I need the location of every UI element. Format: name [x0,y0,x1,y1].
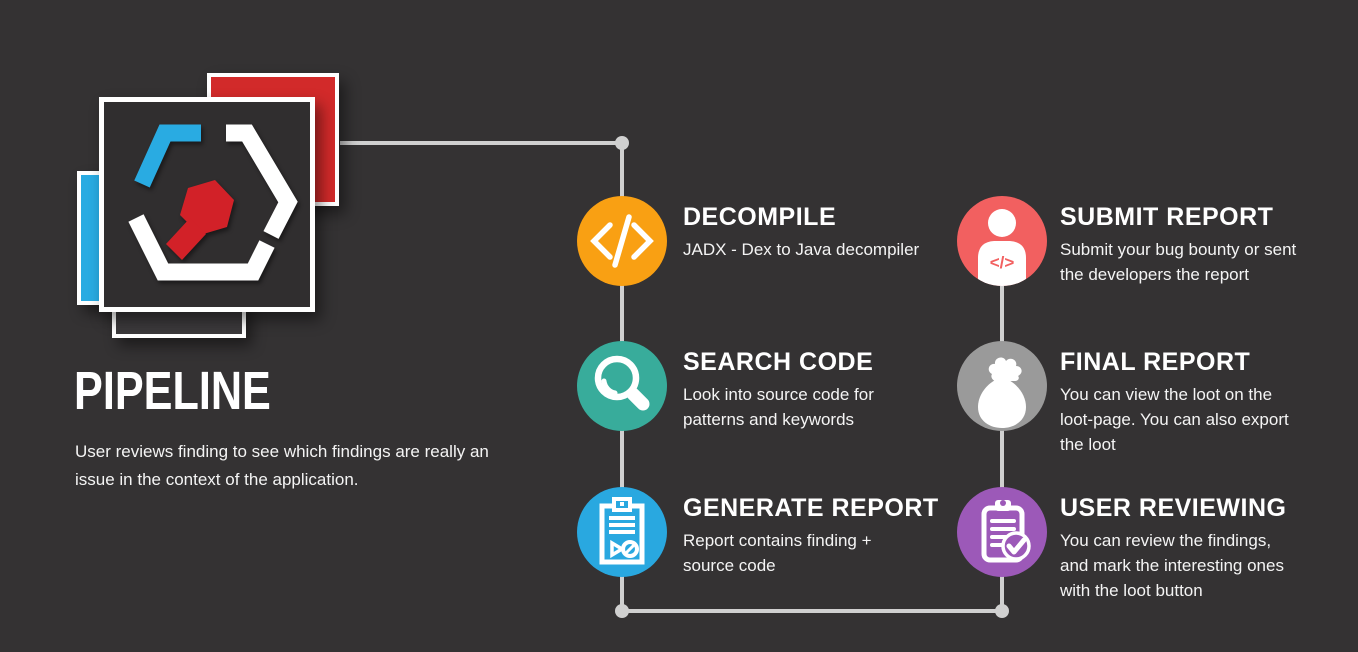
step-description-line: You can view the loot on the [1060,385,1273,404]
step-description: You can view the loot on the loot-page. … [1060,382,1289,457]
connector-bottom-horizontal-line [620,609,1004,613]
step-description-line: and mark the interesting ones [1060,556,1284,575]
step-description-line: JADX - Dex to Java decompiler [683,240,920,259]
step-description-line: You can review the findings, [1060,531,1272,550]
step-description-line: Report contains finding + [683,531,872,550]
step-circle-decompile [577,196,667,286]
connector-dot-bottom-right [995,604,1009,618]
step-generate-report: GENERATE REPORT Report contains finding … [683,493,939,578]
step-description-line: Submit your bug bounty or sent [1060,240,1297,259]
step-description: Submit your bug bounty or sent the devel… [1060,237,1296,287]
page-title: PIPELINE [74,361,271,421]
step-description-line: Look into source code for [683,385,874,404]
step-title: USER REVIEWING [1060,494,1287,522]
money-bag-icon [978,357,1026,428]
step-description: You can review the findings, and mark th… [1060,528,1286,603]
person-code-icon: </> [978,209,1026,286]
step-circle-generate-report [577,487,667,577]
step-search-code: SEARCH CODE Look into source code for pa… [683,347,874,432]
report-clipboard-icon [599,497,645,565]
page-subtitle-line: issue in the context of the application. [75,470,359,489]
page-subtitle-line: User reviews finding to see which findin… [75,442,489,461]
connector-dot-bottom-left [615,604,629,618]
step-description-line: source code [683,556,776,575]
step-circle-user-reviewing [957,487,1047,577]
magnifier-icon [594,355,650,411]
step-decompile: DECOMPILE JADX - Dex to Java decompiler [683,202,919,262]
step-description: Look into source code for patterns and k… [683,382,874,432]
code-hexagon-logo-icon [128,124,298,281]
step-description-line: patterns and keywords [683,410,855,429]
logo-main-tile [99,97,315,312]
connector-top-horizontal-line [340,141,622,145]
step-submit-report: SUBMIT REPORT Submit your bug bounty or … [1060,202,1296,287]
step-final-report: FINAL REPORT You can view the loot on th… [1060,347,1289,457]
code-icon [590,214,654,268]
step-title: SEARCH CODE [683,348,874,376]
step-circle-search-code [577,341,667,431]
step-title: FINAL REPORT [1060,348,1251,376]
step-description-line: the developers the report [1060,265,1250,284]
step-circle-final-report [957,341,1047,431]
page-subtitle: User reviews finding to see which findin… [75,438,489,494]
step-user-reviewing: USER REVIEWING You can review the findin… [1060,493,1286,603]
step-description: JADX - Dex to Java decompiler [683,237,919,262]
step-description-line: with the loot button [1060,581,1203,600]
step-description-line: the loot [1060,435,1116,454]
svg-text:</>: </> [990,253,1015,272]
step-title: SUBMIT REPORT [1060,203,1274,231]
step-description-line: loot-page. You can also export [1060,410,1289,429]
step-title: DECOMPILE [683,203,837,231]
step-title: GENERATE REPORT [683,494,939,522]
clipboard-check-icon [981,500,1031,563]
step-description: Report contains finding + source code [683,528,939,578]
connector-dot-top [615,136,629,150]
step-circle-submit-report: </> [957,196,1047,286]
